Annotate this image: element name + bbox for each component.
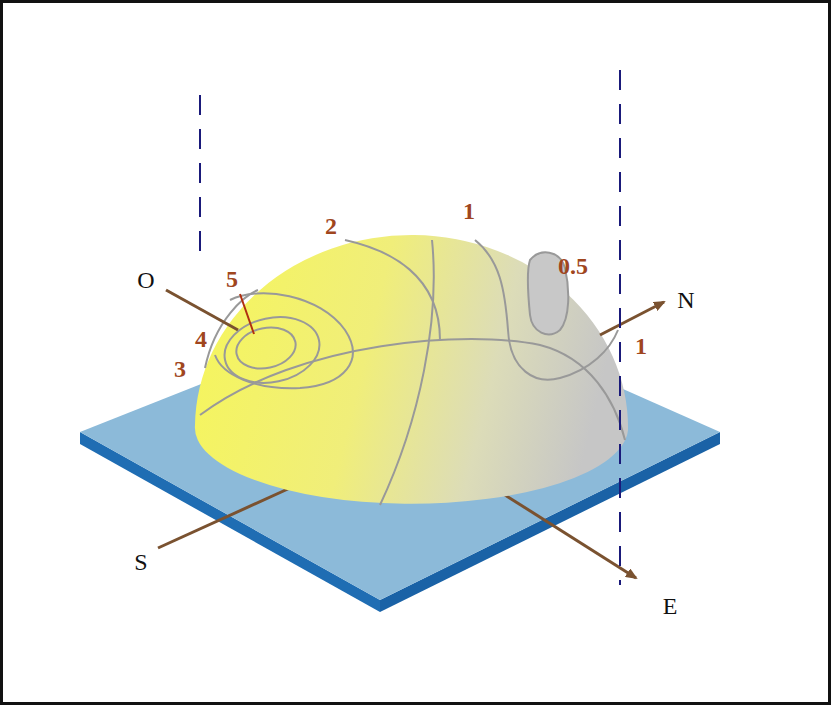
luminance-value: 3: [174, 357, 186, 381]
luminance-value: 1: [463, 199, 475, 223]
direction-label: E: [663, 594, 678, 618]
luminance-value: 1: [635, 334, 647, 358]
luminance-value: 5: [226, 267, 238, 291]
direction-label: O: [137, 268, 154, 292]
luminance-value: 4: [195, 327, 207, 351]
luminance-value: 0.5: [558, 254, 588, 278]
luminance-value: 2: [325, 214, 337, 238]
direction-label: N: [677, 288, 694, 312]
direction-label: S: [134, 550, 147, 574]
